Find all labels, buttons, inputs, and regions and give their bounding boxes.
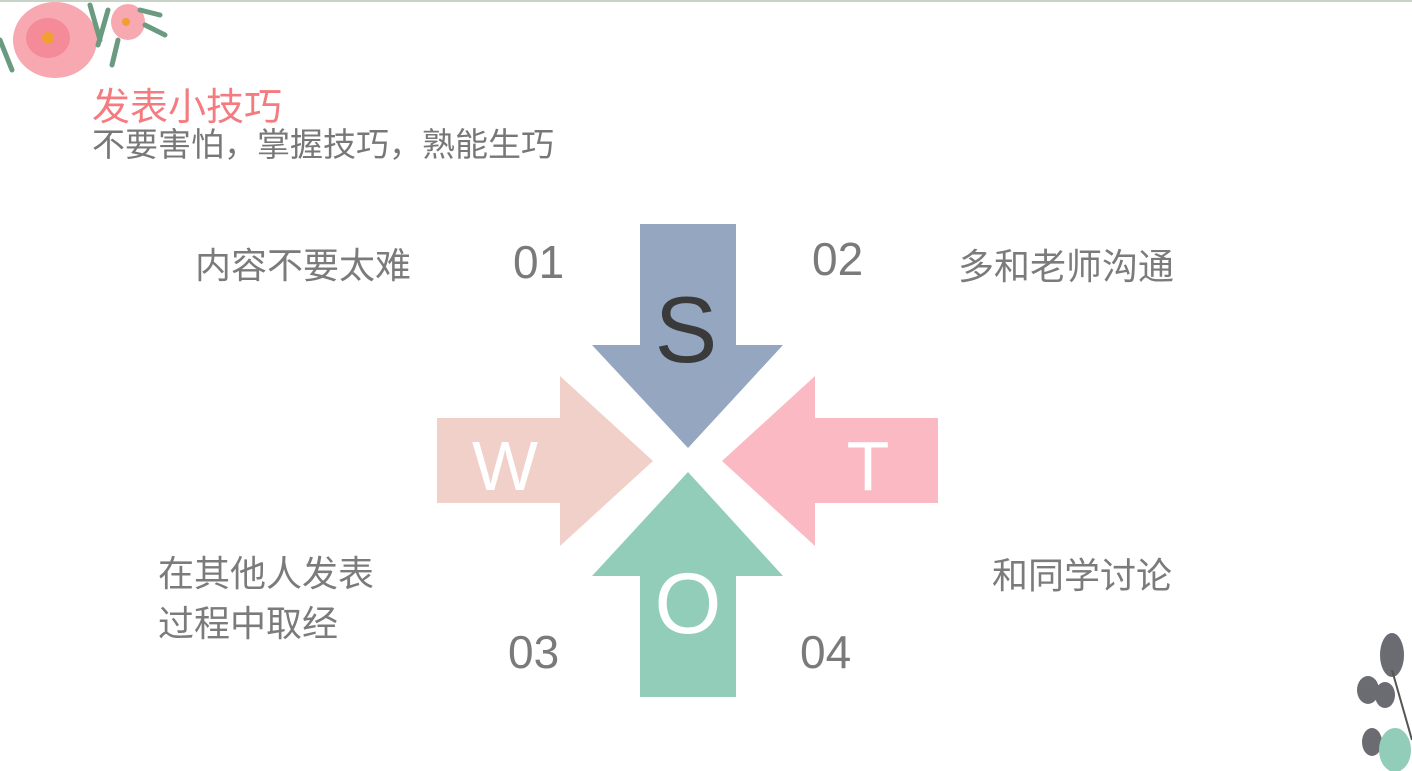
s-letter: S — [655, 277, 718, 382]
item-number-04: 04 — [800, 626, 852, 678]
item-text-03-line2: 过程中取经 — [158, 604, 339, 645]
top-border — [0, 0, 1412, 2]
item-text-01: 内容不要太难 — [195, 246, 412, 287]
o-arrow — [592, 472, 783, 697]
t-letter: T — [847, 427, 890, 505]
page-subtitle: 不要害怕，掌握技巧，熟能生巧 — [92, 125, 554, 164]
item-text-04: 和同学讨论 — [992, 556, 1173, 597]
page-title: 发表小技巧 — [92, 85, 283, 129]
item-text-03-line1: 在其他人发表 — [158, 554, 375, 595]
s-arrow — [592, 224, 783, 448]
flower-decoration-icon — [0, 2, 168, 78]
leaf-decoration-icon — [1357, 633, 1412, 771]
o-letter: O — [655, 556, 722, 652]
w-letter: W — [472, 427, 538, 505]
item-number-03: 03 — [508, 626, 560, 678]
item-number-01: 01 — [513, 236, 565, 288]
w-arrow — [437, 376, 653, 546]
item-text-02: 多和老师沟通 — [958, 247, 1175, 288]
item-number-02: 02 — [812, 233, 864, 285]
t-arrow — [722, 376, 938, 546]
